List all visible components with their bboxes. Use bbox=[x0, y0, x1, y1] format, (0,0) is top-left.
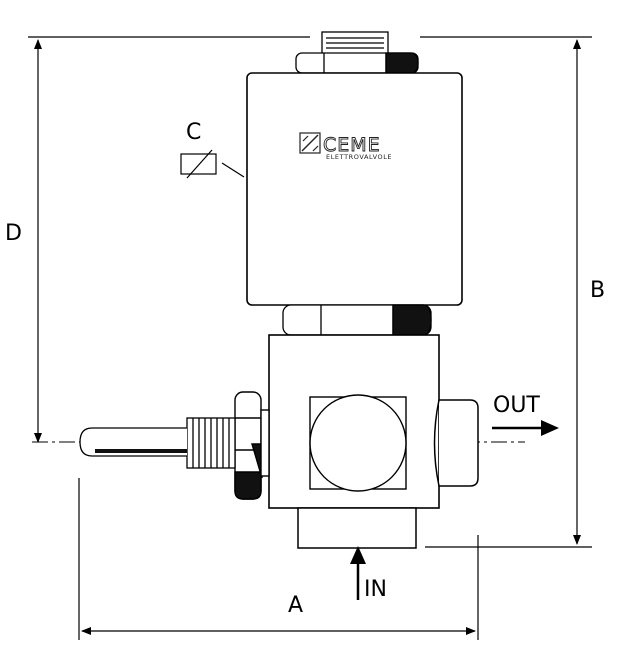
dimension-d bbox=[28, 36, 310, 443]
top-nut bbox=[295, 52, 419, 74]
callout-c-label: C bbox=[186, 120, 201, 145]
inlet-arrow bbox=[350, 546, 366, 600]
dimension-b bbox=[420, 36, 592, 548]
outlet-label: OUT bbox=[493, 393, 540, 418]
inlet-port bbox=[297, 507, 417, 549]
outlet-port bbox=[433, 399, 479, 487]
left-flange-nut bbox=[234, 391, 270, 500]
outlet-arrow bbox=[492, 420, 559, 436]
brand-subtitle: ELETTROVALVOLE bbox=[326, 153, 392, 161]
solenoid-coil bbox=[246, 72, 463, 306]
brand-name: CEME bbox=[323, 134, 381, 156]
valve-body bbox=[268, 334, 440, 509]
dimension-a-label: A bbox=[288, 593, 303, 618]
inlet-label: IN bbox=[364, 577, 387, 602]
probe-tube bbox=[79, 427, 187, 457]
dimension-d-label: D bbox=[5, 221, 22, 246]
top-thread-fitting bbox=[321, 31, 389, 55]
threaded-adapter bbox=[186, 417, 236, 469]
middle-nut bbox=[282, 304, 432, 336]
coil-symbol-icon bbox=[180, 149, 245, 179]
ceme-logo: CEME ELETTROVALVOLE bbox=[299, 132, 392, 161]
ceme-logo-icon bbox=[299, 132, 321, 154]
dimension-a bbox=[78, 478, 479, 640]
dimension-b-label: B bbox=[590, 278, 605, 303]
